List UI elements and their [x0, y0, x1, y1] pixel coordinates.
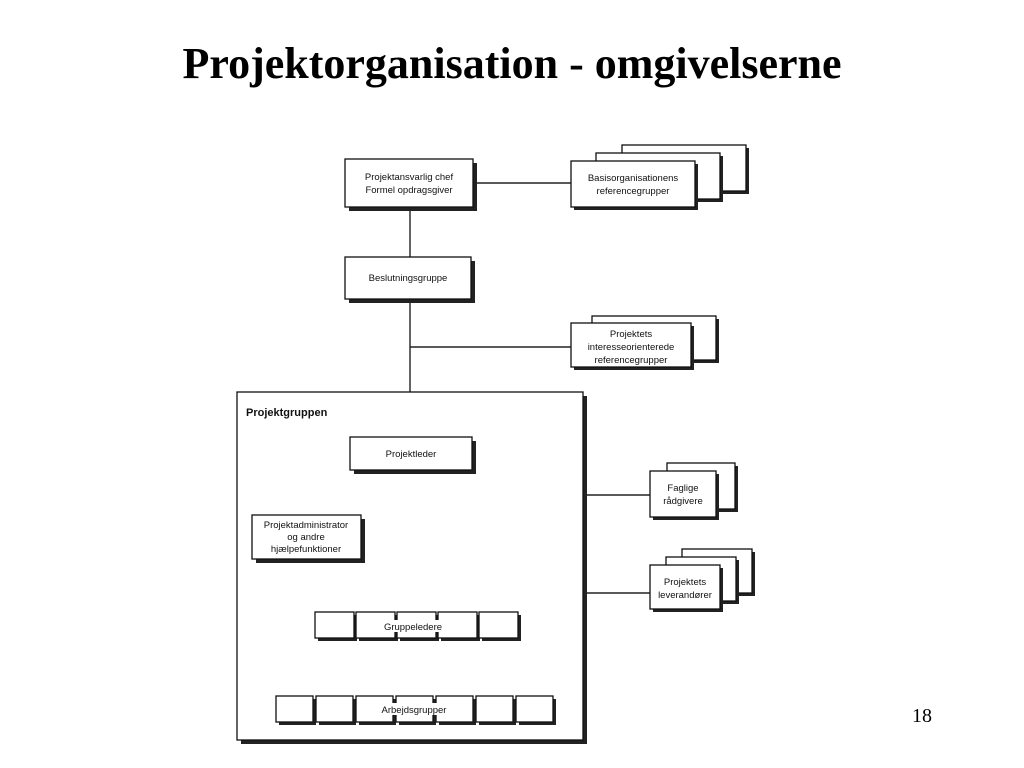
- node-interesse-referencegrupper: Projektets interesseorienterede referenc…: [570, 315, 719, 370]
- gruppeledere-label: Gruppeledere: [384, 622, 442, 633]
- faglige-label-line2: rådgivere: [663, 496, 703, 507]
- row-arbejdsgrupper: Arbejdsgrupper: [275, 695, 556, 725]
- node-projektleder: Projektleder: [349, 436, 476, 474]
- admin-label-line2: og andre: [287, 532, 325, 543]
- projektgruppen-label: Projektgruppen: [246, 407, 328, 419]
- admin-label-line3: hjælpefunktioner: [271, 544, 341, 555]
- faglige-label-line1: Faglige: [667, 483, 698, 494]
- basis-label-line2: referencegrupper: [597, 186, 670, 197]
- interesse-label-line2: interesseorienterede: [588, 342, 675, 353]
- node-leverandoerer: Projektets leverandører: [649, 548, 755, 612]
- node-projektansvarlig-chef: Projektansvarlig chef Formel opdragsgive…: [344, 158, 477, 211]
- leverandoerer-label-line2: leverandører: [658, 590, 712, 601]
- chef-label-line2: Formel opdragsgiver: [365, 185, 452, 196]
- slide-title: Projektorganisation - omgivelserne: [182, 39, 842, 88]
- page-number: 18: [912, 705, 932, 727]
- node-basis-referencegrupper: Basisorganisationens referencegrupper: [570, 144, 749, 210]
- chef-label-line1: Projektansvarlig chef: [365, 172, 454, 183]
- arbejdsgrupper-label: Arbejdsgrupper: [382, 705, 447, 716]
- interesse-label-line1: Projektets: [610, 329, 652, 340]
- row-gruppeledere: Gruppeledere: [314, 611, 521, 641]
- node-beslutningsgruppe: Beslutningsgruppe: [344, 256, 475, 303]
- leverandoerer-label-line1: Projektets: [664, 577, 706, 588]
- node-faglige-raadgivere: Faglige rådgivere: [649, 462, 738, 520]
- admin-label-line1: Projektadministrator: [264, 520, 348, 531]
- interesse-label-line3: referencegrupper: [595, 355, 668, 366]
- node-projektadministrator: Projektadministrator og andre hjælpefunk…: [251, 514, 365, 563]
- projektleder-label: Projektleder: [386, 449, 437, 460]
- basis-label-line1: Basisorganisationens: [588, 173, 679, 184]
- beslutning-label: Beslutningsgruppe: [369, 273, 448, 284]
